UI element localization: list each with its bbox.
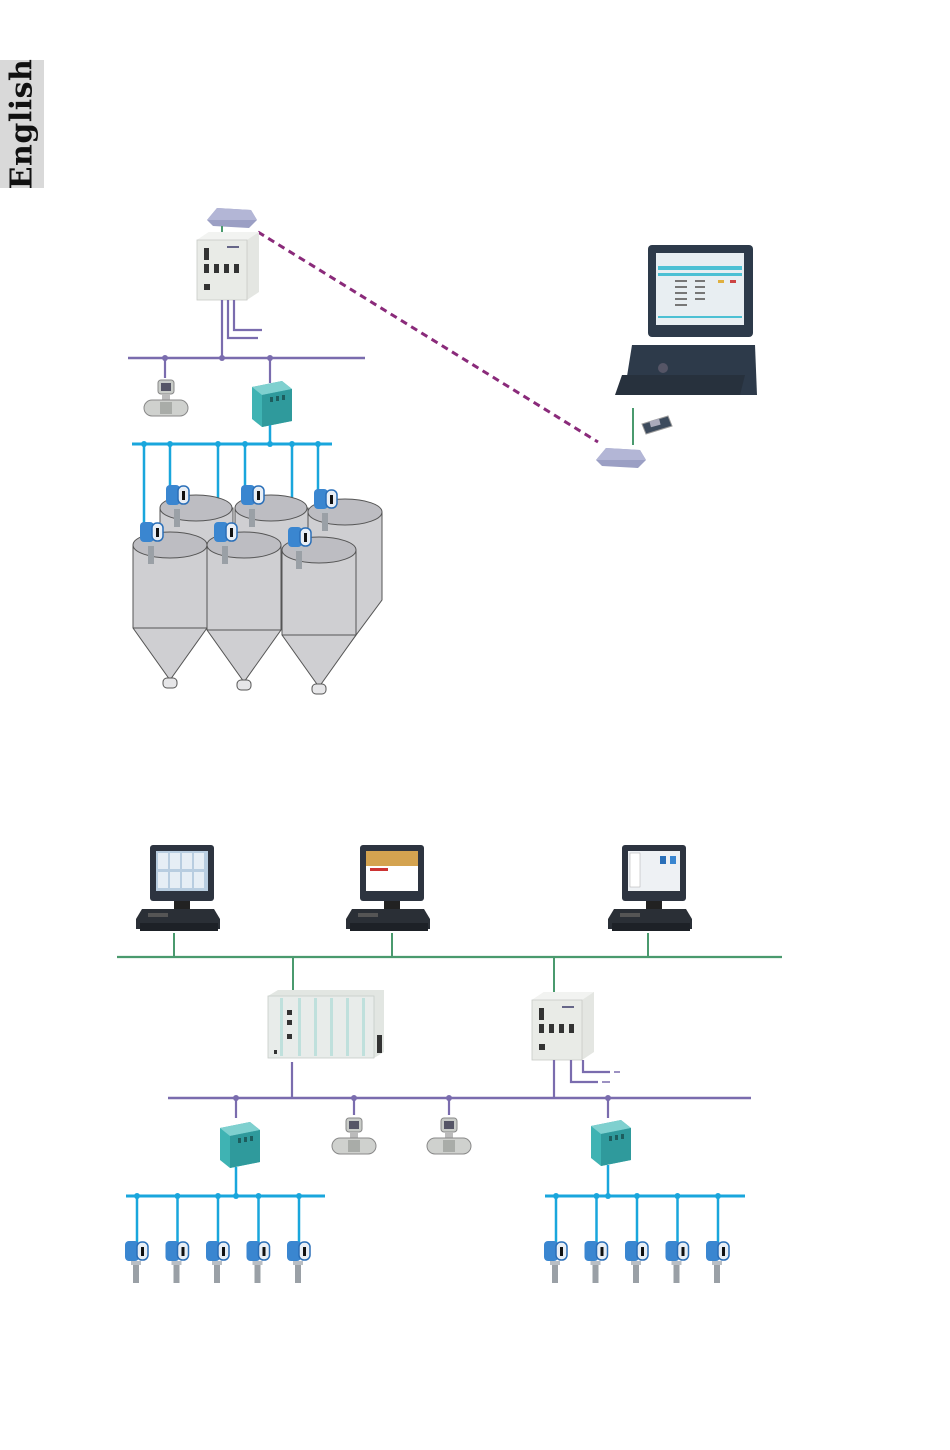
pc-2-screen (366, 851, 418, 891)
transmitter-icon (543, 1240, 568, 1284)
wireless-link (257, 230, 599, 444)
segment-coupler-right-icon (591, 1120, 631, 1166)
flowmeter-2-icon (426, 1117, 472, 1155)
pc-1-screen (156, 851, 208, 891)
transmitter-icon (286, 1240, 311, 1284)
transmitter-icon (124, 1240, 149, 1284)
transmitter-icon (624, 1240, 649, 1284)
transmitter-icon (583, 1240, 609, 1284)
segment-coupler-icon (252, 381, 292, 427)
transmitter-icon (164, 1240, 190, 1284)
transmitter-icon (705, 1240, 730, 1284)
transmitter-icon (664, 1240, 690, 1284)
interface-card-icon (641, 415, 673, 435)
segment-transmitters (124, 1240, 730, 1284)
gateway-2-outputs (552, 1060, 610, 1098)
silo (281, 536, 357, 695)
silo (206, 531, 282, 691)
plc-rack-icon (267, 990, 384, 1059)
segment-coupler-left-icon (220, 1122, 260, 1168)
modem-local-icon (207, 208, 257, 228)
top-diagram (128, 208, 757, 695)
flowmeter-icon (143, 379, 189, 417)
keyboard-icon (615, 375, 745, 395)
gateway-2-icon (531, 991, 595, 1061)
modem-remote-icon (596, 448, 646, 468)
pc-3-screen (628, 851, 680, 891)
language-tab: English (0, 59, 44, 189)
transmitter-icon (245, 1240, 271, 1284)
silos (132, 494, 383, 695)
gateway-outputs (220, 300, 262, 358)
transmitter-icon (205, 1240, 230, 1284)
flowmeter-1-icon (331, 1117, 377, 1155)
silo (132, 531, 208, 689)
bottom-diagram (117, 845, 782, 1284)
gateway-icon (196, 231, 260, 301)
remote-workstation (615, 245, 757, 395)
